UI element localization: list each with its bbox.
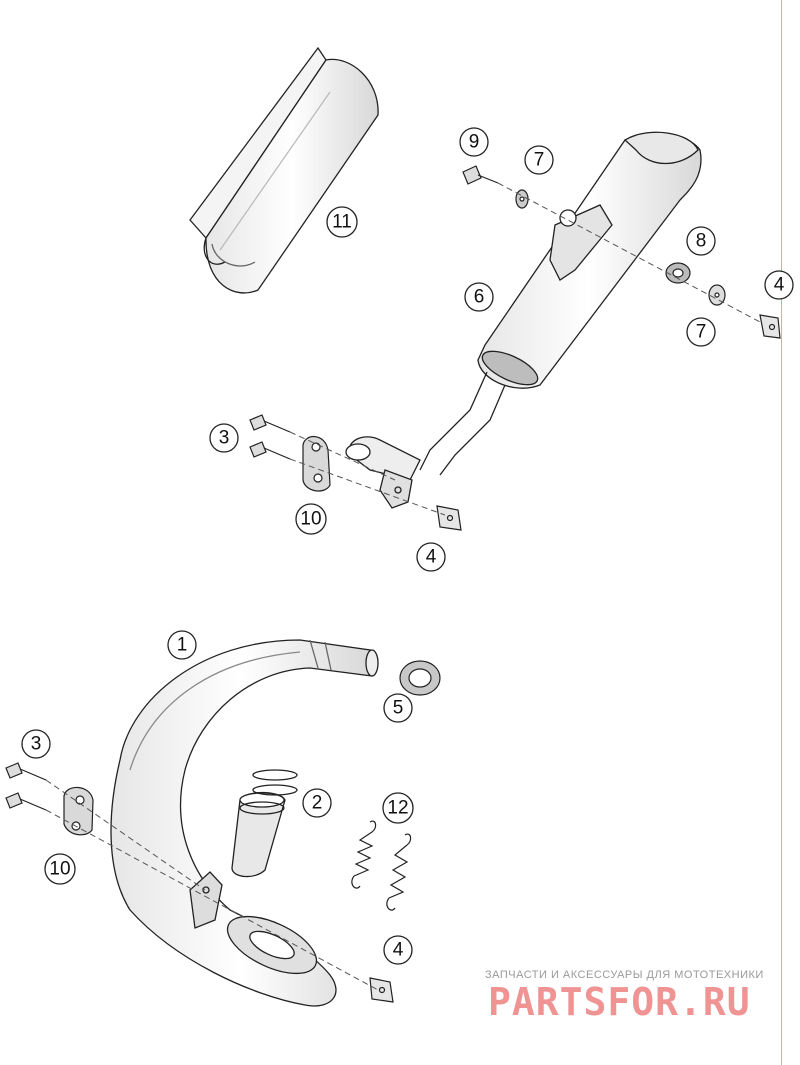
- svg-text:6: 6: [474, 287, 485, 308]
- callout-4-middle: 4: [416, 542, 446, 572]
- svg-text:7: 7: [534, 150, 545, 171]
- callout-7-lower: 7: [686, 317, 716, 347]
- callout-7-upper: 7: [524, 145, 554, 175]
- part-6-silencer: [345, 131, 702, 509]
- part-12-springs: [351, 820, 412, 911]
- part-4-clip-nut-lower: [369, 977, 394, 1003]
- callout-3-lower: 3: [21, 729, 51, 759]
- callout-10-upper: 10: [295, 503, 327, 535]
- part-1-exhaust-pipe: [110, 639, 379, 1007]
- part-3-screws-lower: [5, 762, 47, 811]
- assembly-lines-lower: [45, 779, 379, 991]
- page-edge-line: [781, 0, 782, 1065]
- callout-4-lower: 4: [383, 935, 413, 965]
- svg-text:4: 4: [393, 940, 404, 961]
- callout-2: 2: [302, 788, 332, 818]
- callout-12: 12: [382, 792, 414, 824]
- callout-1: 1: [167, 630, 197, 660]
- part-3-screws-upper: [249, 414, 291, 460]
- callout-9: 9: [459, 127, 489, 157]
- svg-text:4: 4: [426, 547, 437, 568]
- svg-text:12: 12: [387, 798, 408, 819]
- svg-text:3: 3: [219, 428, 230, 449]
- assembly-lines-upper: [289, 182, 761, 516]
- svg-text:1: 1: [177, 635, 188, 656]
- part-10-bracket-lower: [63, 786, 94, 836]
- svg-text:10: 10: [49, 859, 70, 880]
- svg-text:9: 9: [469, 132, 480, 153]
- part-5-seal-ring: [399, 660, 441, 696]
- svg-text:11: 11: [332, 212, 352, 233]
- part-10-bracket-upper: [302, 436, 331, 492]
- callout-10-lower: 10: [44, 853, 76, 885]
- part-7-washer-upper: [515, 189, 529, 209]
- svg-text:10: 10: [300, 509, 321, 530]
- svg-text:8: 8: [696, 231, 707, 252]
- part-11-heat-protection-sleeve: [189, 46, 379, 294]
- callout-11: 11: [326, 206, 358, 238]
- watermark-subtitle: ЗАПЧАСТИ И АКСЕССУАРЫ ДЛЯ МОТОТЕХНИКИ: [485, 969, 764, 981]
- callout-3-upper: 3: [209, 423, 239, 453]
- part-2-o-rings: [252, 769, 298, 796]
- part-4-clip-nut-upper: [759, 314, 781, 339]
- svg-text:4: 4: [774, 275, 785, 296]
- callout-5: 5: [383, 693, 413, 723]
- part-7-washer-lower: [708, 284, 726, 306]
- svg-text:5: 5: [393, 698, 404, 719]
- callout-4-upper: 4: [764, 270, 794, 300]
- callout-6: 6: [464, 282, 494, 312]
- svg-text:2: 2: [312, 793, 323, 814]
- part-4-clip-nut-middle: [436, 505, 462, 531]
- svg-text:7: 7: [696, 322, 707, 343]
- svg-text:3: 3: [31, 734, 42, 755]
- callout-8: 8: [686, 226, 716, 256]
- part-9-bolt: [462, 165, 499, 185]
- part-8-rubber-grommet: [665, 262, 691, 284]
- watermark-logo: PARTSFOR.RU: [488, 980, 751, 1024]
